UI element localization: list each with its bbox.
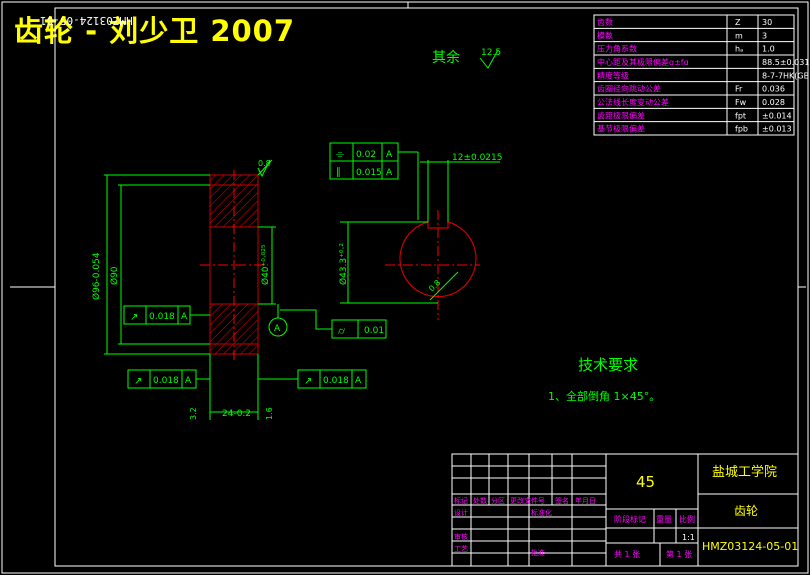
param-value: 1.0 xyxy=(762,45,775,54)
hub-keyway-view xyxy=(340,160,500,320)
svg-text:A: A xyxy=(386,168,393,178)
svg-text:批准: 批准 xyxy=(531,548,545,557)
finish-08-bore: 0.8 xyxy=(427,278,442,293)
param-name: 公法线长度变动公差 xyxy=(597,97,669,107)
tol-bottom-right-box: ↗ 0.018 A xyxy=(258,369,367,389)
param-symbol: Fw xyxy=(735,98,747,107)
material-label: 45 xyxy=(636,473,655,491)
svg-text:A: A xyxy=(181,312,188,322)
svg-text:0.01: 0.01 xyxy=(364,326,384,336)
param-symbol: Fr xyxy=(735,85,743,94)
finish-08-top: 0.8 xyxy=(258,159,271,168)
param-name: 基节极限偏差 xyxy=(597,124,645,134)
param-name: 齿圈径向跳动公差 xyxy=(597,84,661,94)
param-value: 8-7-7HK(GB10095) xyxy=(762,71,810,80)
pitch-dia-dimension: Ø90 xyxy=(109,266,120,285)
param-symbol: m xyxy=(735,31,743,40)
tol-top-box: ⌯ 0.02 A ∥ 0.015 A xyxy=(329,142,419,220)
svg-text:↗: ↗ xyxy=(134,376,142,387)
param-name: 齿数 xyxy=(597,17,613,27)
svg-text:处数: 处数 xyxy=(473,496,487,505)
svg-text:0.018: 0.018 xyxy=(149,312,175,322)
param-value: 0.036 xyxy=(762,85,785,94)
param-symbol: hₐ xyxy=(735,45,743,54)
svg-text:0.018: 0.018 xyxy=(323,376,349,386)
svg-text:工艺: 工艺 xyxy=(454,545,468,553)
param-symbol: fpb xyxy=(735,125,748,134)
param-symbol: fpt xyxy=(735,111,746,120)
svg-text:标记: 标记 xyxy=(454,496,468,505)
param-name: 压力角系数 xyxy=(597,44,637,54)
svg-text:A: A xyxy=(185,376,192,386)
param-value: 3 xyxy=(762,31,767,40)
svg-text:审核: 审核 xyxy=(454,532,468,541)
datum-label: A xyxy=(274,324,281,334)
svg-text:↗: ↗ xyxy=(304,376,312,387)
surface-finish-note: 其余 12.5 xyxy=(432,48,501,69)
right-roughness: 1.6 xyxy=(265,407,274,420)
svg-text:0.02: 0.02 xyxy=(356,150,376,160)
svg-text:0.018: 0.018 xyxy=(153,376,179,386)
tech-req-title: 技术要求 xyxy=(578,356,638,374)
surface-finish-label: 其余 xyxy=(432,49,460,66)
tol-bottom-left-box: ↗ 0.018 A xyxy=(127,369,210,389)
part-name-label: 齿轮 xyxy=(734,504,758,518)
page-title: 齿轮 - 刘少卫 2007 xyxy=(14,14,296,48)
drawing-number: HMZ03124-05-01 xyxy=(702,540,798,553)
param-name: 齿距极限偏差 xyxy=(597,110,645,120)
school-label: 盐城工学院 xyxy=(712,464,777,480)
param-value: 0.028 xyxy=(762,98,785,107)
runout-icon: ↗ xyxy=(130,312,138,323)
title-block-text: 45 盐城工学院 齿轮 HMZ03124-05-01 1:1 阶段标记 重量 比… xyxy=(454,464,798,559)
param-name: 精度等级 xyxy=(597,70,629,80)
param-value: ±0.014 xyxy=(762,111,792,120)
param-value: ±0.013 xyxy=(762,125,792,134)
param-symbol: Z xyxy=(735,18,741,27)
svg-text:A: A xyxy=(355,376,362,386)
roughness-symbol-icon xyxy=(479,49,499,69)
surface-finish-value: 12.5 xyxy=(481,48,501,58)
svg-text:签名: 签名 xyxy=(555,496,569,505)
svg-text:0.015: 0.015 xyxy=(356,168,382,178)
cylindricity-icon: ⌭ xyxy=(338,326,346,337)
parallel-icon: ∥ xyxy=(336,167,341,178)
param-value: 30 xyxy=(762,18,772,27)
keyway-depth-dimension: Ø43.3⁺⁰·² xyxy=(338,243,349,285)
svg-text:第 1 张: 第 1 张 xyxy=(666,549,692,559)
bore-dia-dimension: Ø40⁺⁰·⁰²⁵ xyxy=(260,244,271,285)
svg-text:设计: 设计 xyxy=(454,508,468,517)
main-view-dimensions xyxy=(104,159,276,420)
svg-text:阶段标记: 阶段标记 xyxy=(614,514,646,524)
svg-text:共 1 张: 共 1 张 xyxy=(614,550,640,559)
svg-text:重量: 重量 xyxy=(656,514,672,524)
param-name: 模数 xyxy=(597,30,613,40)
svg-text:更改文件号: 更改文件号 xyxy=(510,496,545,505)
scale-value: 1:1 xyxy=(682,533,695,542)
tech-req-item: 1、全部倒角 1×45°。 xyxy=(548,389,660,403)
param-value: 88.5±0.0315 xyxy=(762,58,810,67)
face-width-dimension: 24-0.2 xyxy=(222,409,251,419)
param-name: 中心距及其极限偏差ɑ±fɑ xyxy=(597,57,689,67)
svg-text:A: A xyxy=(386,150,393,160)
outer-dia-dimension: Ø96-0.054 xyxy=(91,252,102,300)
svg-text:年月日: 年月日 xyxy=(575,496,596,505)
svg-text:标准化: 标准化 xyxy=(531,508,552,517)
svg-text:分区: 分区 xyxy=(491,496,505,505)
symmetry-icon: ⌯ xyxy=(336,149,344,160)
params-table: 齿数 Z 30 模数 m 3 压力角系数 hₐ 1.0 中心距及其极限偏差ɑ±fɑ 88.5±0.0… xyxy=(593,14,810,136)
svg-text:比例: 比例 xyxy=(679,514,695,524)
left-roughness: 3.2 xyxy=(189,407,198,420)
gear-section-view xyxy=(200,170,268,360)
title-block xyxy=(451,453,799,567)
tol-right-box: ⌭ 0.01 A xyxy=(268,304,387,339)
tol-left-box: ↗ 0.018 A xyxy=(123,305,210,325)
keyway-width-dimension: 12±0.0215 xyxy=(452,153,502,163)
